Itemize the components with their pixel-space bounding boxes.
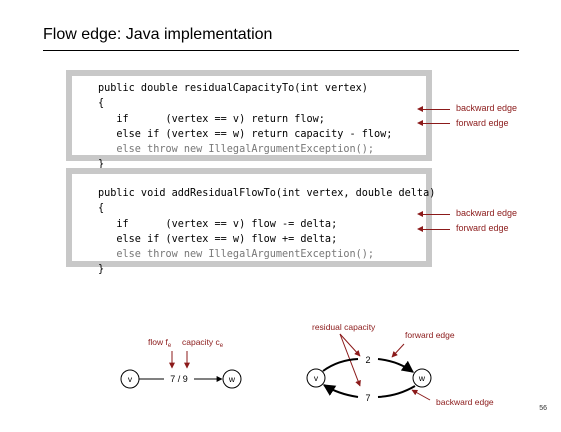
code-line: else if (vertex == w) flow += delta; bbox=[98, 233, 338, 245]
edge-flow-label: 7 / 9 bbox=[170, 374, 188, 384]
annotation-arrow-head bbox=[417, 120, 423, 126]
code-line: if (vertex == v) return flow; bbox=[98, 113, 325, 125]
annotation-arrow-head bbox=[417, 211, 423, 217]
code-block-body: public double residualCapacityTo(int ver… bbox=[72, 76, 426, 170]
backward-edge-pointer bbox=[411, 389, 431, 401]
backward-edge-label: backward edge bbox=[456, 103, 518, 113]
code-line: else if (vertex == w) return capacity - … bbox=[98, 128, 393, 140]
code-block-residual-capacity: public double residualCapacityTo(int ver… bbox=[66, 70, 432, 170]
forward-residual-edge-a bbox=[322, 358, 359, 372]
code-line: if (vertex == v) flow -= delta; bbox=[98, 218, 338, 230]
code-block-add-residual-flow: public void addResidualFlowTo(int vertex… bbox=[66, 168, 436, 275]
capacity-label: capacity ce bbox=[182, 337, 224, 349]
annotation-arrow-line bbox=[422, 123, 450, 124]
residual-network-diagram: residual capacity forward edge backward … bbox=[306, 322, 494, 407]
annotation-arrow-line bbox=[422, 109, 450, 110]
forward-edge-pointer bbox=[391, 343, 405, 358]
node-v-label: v bbox=[128, 374, 133, 384]
node-w-label: w bbox=[418, 373, 426, 383]
backward-residual-edge-b bbox=[322, 384, 359, 398]
code-line: } bbox=[98, 159, 105, 171]
code-block-body: public void addResidualFlowTo(int vertex… bbox=[72, 174, 436, 275]
forward-edge-label: forward edge bbox=[456, 118, 509, 128]
backward-residual-value: 7 bbox=[365, 393, 370, 403]
code-line: else throw new IllegalArgumentException(… bbox=[98, 144, 375, 156]
flow-edge-diagram: flow fe capacity ce v 7 / 9 w bbox=[120, 337, 242, 389]
forward-edge-label: forward edge bbox=[405, 330, 455, 340]
code-line: public void addResidualFlowTo(int vertex… bbox=[98, 188, 436, 199]
annotation-arrow-head bbox=[417, 226, 423, 232]
annotation-arrow-line bbox=[422, 214, 450, 215]
flow-label: flow fe bbox=[148, 337, 172, 349]
node-w bbox=[222, 369, 242, 389]
code-line: } bbox=[98, 264, 105, 276]
page-number: 56 bbox=[539, 405, 547, 412]
backward-edge-label: backward edge bbox=[436, 397, 494, 407]
forward-edge-label: forward edge bbox=[456, 223, 509, 233]
node-w bbox=[412, 368, 432, 388]
node-v bbox=[306, 368, 326, 388]
forward-residual-edge-b bbox=[377, 358, 414, 373]
annotation-arrow-line bbox=[422, 229, 450, 230]
code-line: else throw new IllegalArgumentException(… bbox=[98, 249, 375, 261]
residual-pointer-forward bbox=[339, 333, 361, 357]
title-divider bbox=[43, 50, 519, 51]
forward-residual-value: 2 bbox=[365, 355, 370, 365]
backward-edge-label: backward edge bbox=[456, 208, 518, 218]
code-line: { bbox=[98, 203, 105, 215]
node-w-label: w bbox=[228, 374, 236, 384]
backward-residual-edge-a bbox=[377, 385, 416, 398]
residual-capacity-label: residual capacity bbox=[312, 322, 376, 332]
annotation-arrow-head bbox=[417, 106, 423, 112]
slide-title: Flow edge: Java implementation bbox=[43, 26, 273, 43]
code-line: { bbox=[98, 98, 105, 110]
code-line: public double residualCapacityTo(int ver… bbox=[98, 83, 368, 94]
node-v-label: v bbox=[314, 373, 319, 383]
